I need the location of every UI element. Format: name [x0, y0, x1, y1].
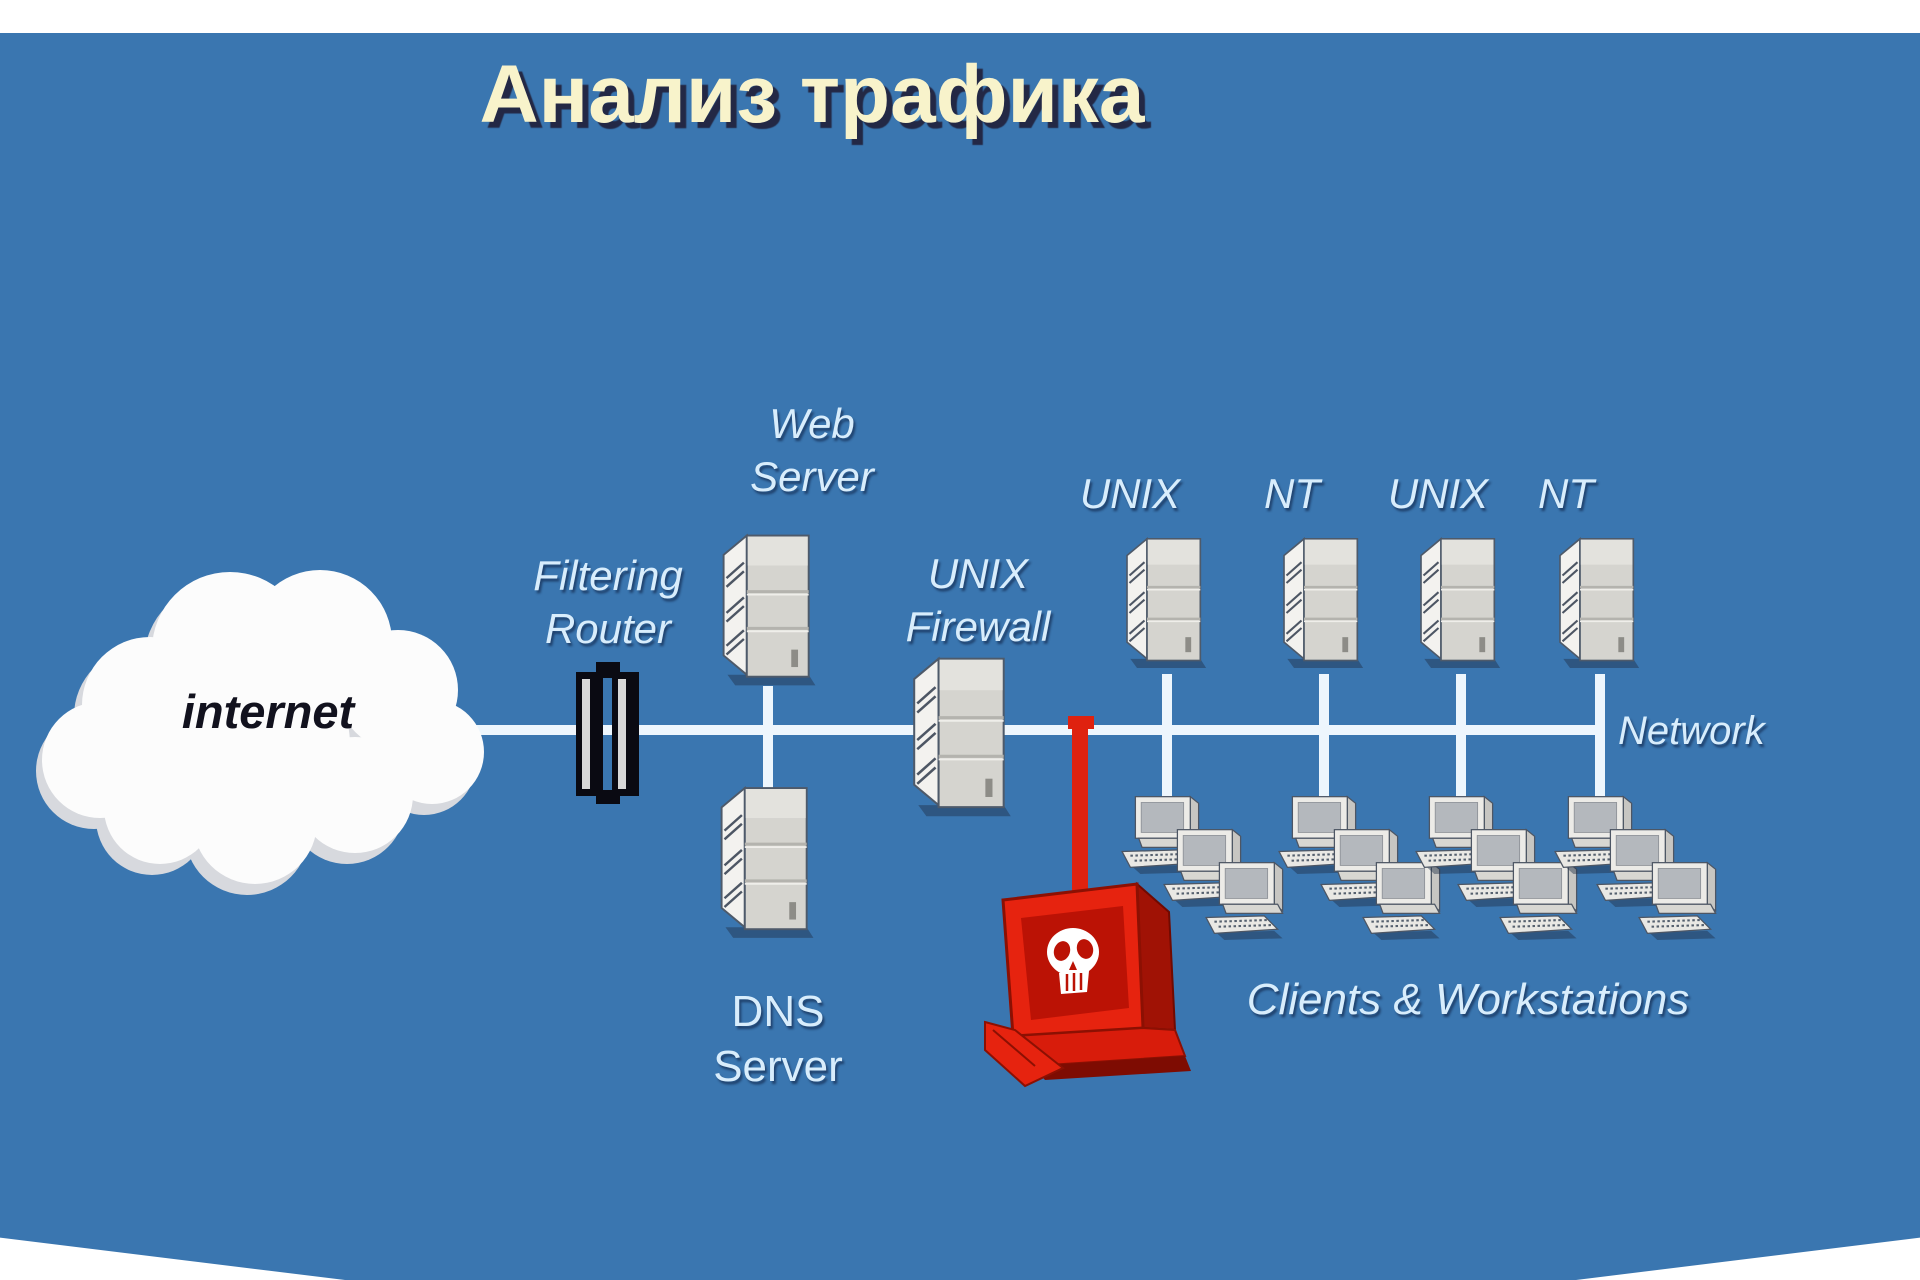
- web-server-label: Web Server: [750, 400, 874, 500]
- internet-cloud-icon: [36, 570, 484, 895]
- host-label-nt-2: NT: [1538, 470, 1594, 517]
- internet-label: internet: [181, 685, 355, 738]
- host-server-icon-nt-2: [1558, 537, 1641, 670]
- host-server-icon-unix-2: [1419, 537, 1502, 670]
- skull-icon: [1047, 928, 1099, 994]
- host-label-nt-1: NT: [1264, 470, 1320, 517]
- filtering-router-label: Filtering Router: [533, 552, 683, 652]
- host-server-icon-unix-1: [1125, 537, 1208, 670]
- host-label-unix-2: UNIX: [1387, 470, 1489, 517]
- host-label-unix-1: UNIX: [1079, 470, 1181, 517]
- dns-server-label: DNS Server: [713, 987, 843, 1091]
- host-server-icon-nt-1: [1282, 537, 1365, 670]
- filtering-router-icon: [576, 662, 639, 804]
- clients-workstations-label: Clients & Workstations: [1246, 975, 1690, 1024]
- workstation-cluster-2: [1278, 795, 1441, 940]
- workstation-cluster-3: [1415, 795, 1578, 940]
- attacker-computer-icon: [984, 881, 1191, 1088]
- unix-firewall-label: UNIX Firewall: [905, 550, 1051, 650]
- top-margin: [0, 0, 1920, 33]
- slide-title: Анализ трафика: [479, 49, 1145, 140]
- attack-tap-line: [1068, 716, 1094, 920]
- network-label: Network: [1618, 709, 1765, 753]
- workstation-cluster-4: [1554, 795, 1717, 940]
- dns-server-icon: [720, 786, 815, 940]
- unix-firewall-icon: [912, 657, 1013, 818]
- web-server-icon: [722, 534, 817, 687]
